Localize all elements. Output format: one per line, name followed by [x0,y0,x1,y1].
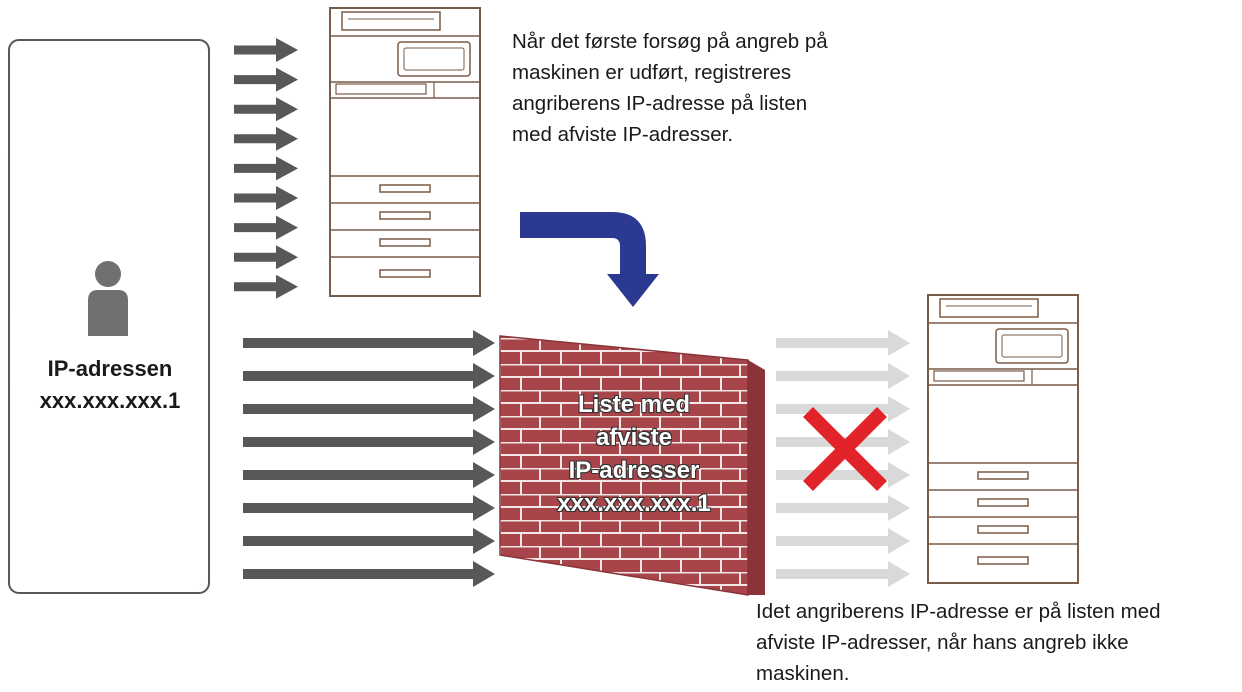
caption-line: Når det første forsøg på angreb på [512,30,828,53]
caption-line: med afviste IP-adresser. [512,123,734,146]
caption-line: afviste IP-adresser, når hans angreb ikk… [756,631,1129,654]
blocked-arrow [776,396,910,422]
attack-arrow [243,429,495,455]
blocklist-label-line: afviste [595,424,673,451]
printer-icon [927,294,1079,584]
attack-arrow [234,38,298,62]
attack-arrow [234,215,298,240]
attack-arrow [234,186,298,210]
down-arrow-icon [520,212,659,307]
printer-icon [329,7,481,297]
attack-arrows-lower [243,330,495,587]
blocked-arrow [776,495,910,521]
caption-line: maskinen. [756,662,850,685]
attack-arrow [234,97,298,122]
blocked-x-icon [803,407,887,491]
blocklist-label-line: Liste med [577,391,691,418]
attack-arrow [234,245,298,270]
attacker-ip: xxx.xxx.xxx.1 [39,388,181,413]
attack-arrow [234,274,298,299]
person-icon [88,261,128,336]
blocklist-label-line: IP-adresser [568,457,700,484]
brick-wall-icon [499,335,765,596]
attack-arrow [243,396,495,422]
attack-arrow [243,462,495,488]
blocked-arrow [776,528,910,554]
blocked-arrow [776,330,910,356]
caption-line: Idet angriberens IP-adresse er på listen… [756,600,1161,623]
attack-arrows-upper [234,38,298,299]
attack-arrow [243,495,495,521]
caption-line: angriberens IP-adresse på listen [512,92,808,115]
attack-arrow [234,67,298,92]
blocked-arrow [776,462,910,488]
attack-arrow [243,528,495,554]
attack-arrow [243,561,495,587]
caption-line: maskinen er udført, registreres [512,61,792,84]
attack-arrow [243,363,495,389]
attack-arrow [234,126,298,151]
attack-arrow [243,330,495,356]
blocked-arrow [776,561,910,587]
blocked-caption: Idet angriberens IP-adresse er på listen… [756,596,1236,689]
blocklist-ip: xxx.xxx.xxx.1 [557,490,711,517]
registration-caption: Når det første forsøg på angreb på maski… [512,26,932,150]
attack-arrow [234,156,298,181]
attacker-label: IP-adressen [47,356,173,381]
blocked-arrow [776,363,910,389]
